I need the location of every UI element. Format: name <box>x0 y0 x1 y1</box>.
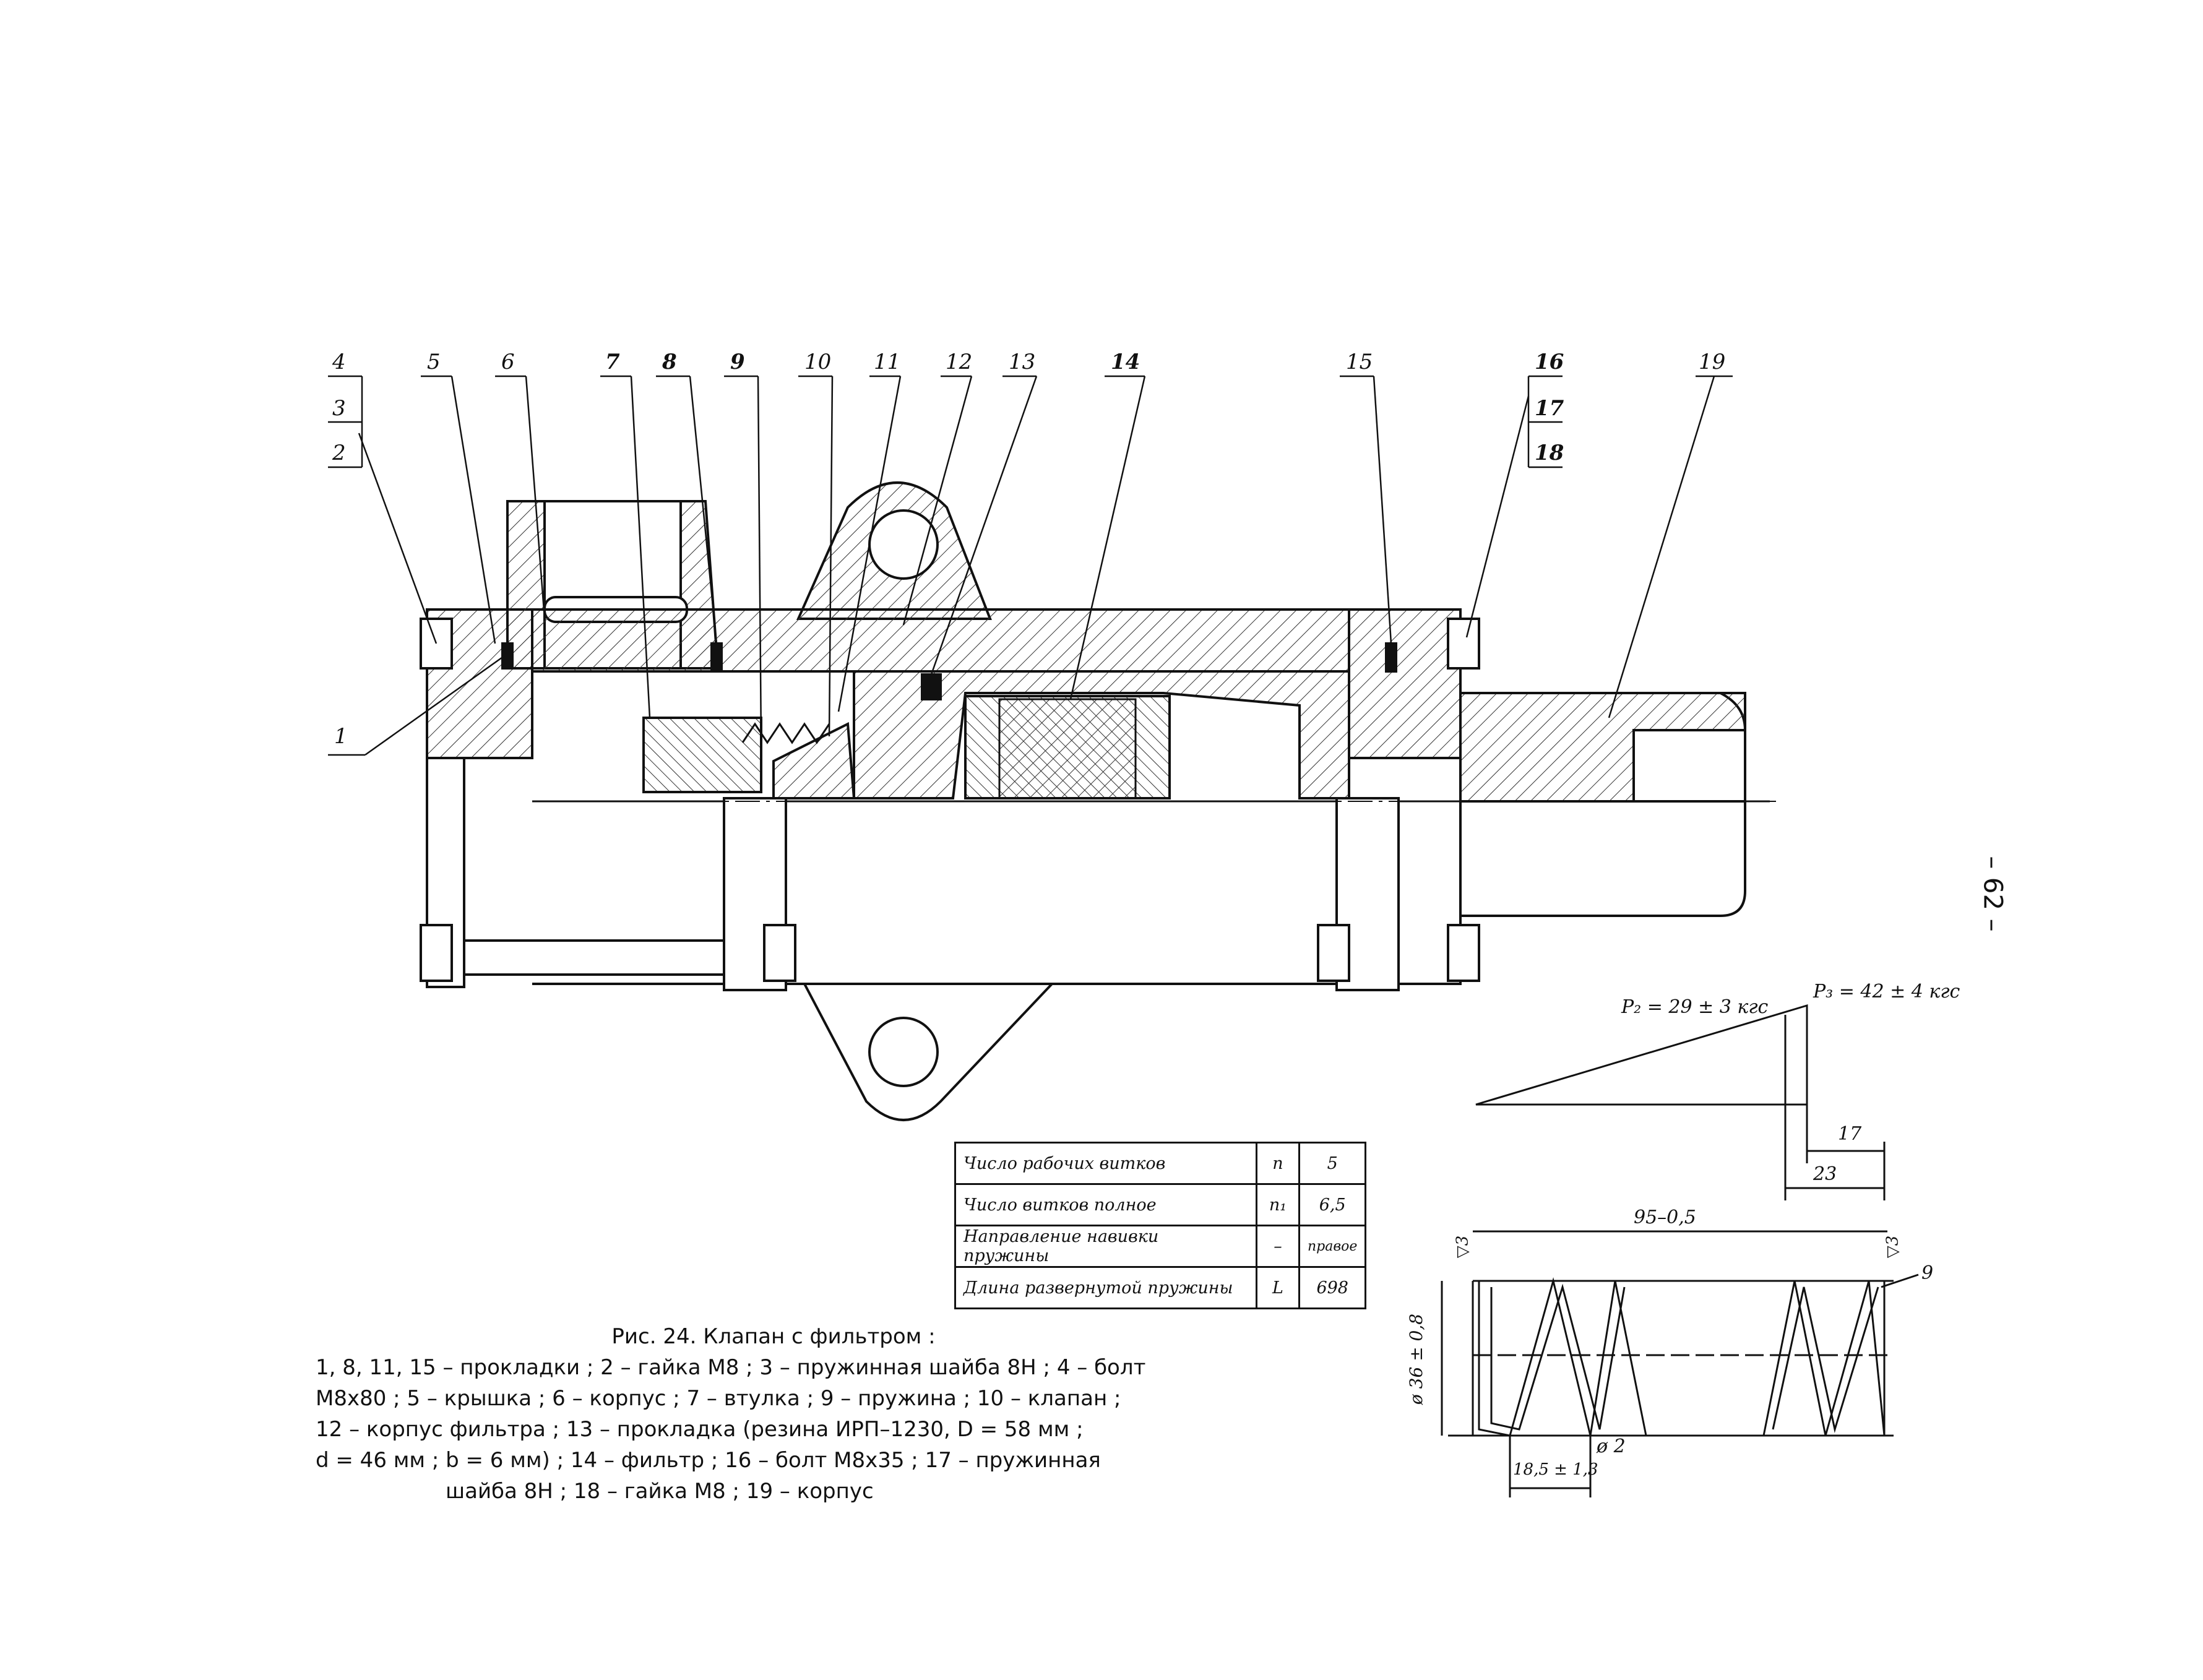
dim-end-left: ▽3 <box>1453 1235 1472 1259</box>
callout-16: 16 <box>1535 350 1564 374</box>
table-row: Направление навивки пружины – правое <box>954 1225 1367 1268</box>
bolt-head-4 <box>420 618 453 670</box>
gasket-1 <box>501 642 514 670</box>
table-row: Число витков полное n₁ 6,5 <box>954 1183 1367 1226</box>
callout-4: 4 <box>332 350 346 374</box>
callout-leaders <box>328 375 1733 756</box>
callout-5: 5 <box>427 350 441 374</box>
callout-9: 9 <box>730 350 745 374</box>
callout-7: 7 <box>605 350 620 374</box>
callout-13: 13 <box>1009 350 1036 374</box>
force-p2-label: P₂ = 29 ± 3 кгс <box>1621 996 1769 1018</box>
dim-free-length: 95–0,5 <box>1634 1207 1696 1228</box>
assembly-spring <box>741 722 830 744</box>
callout-15: 15 <box>1346 350 1373 374</box>
callout-14: 14 <box>1111 350 1140 374</box>
page-number: – 62 – <box>1978 856 2009 932</box>
dim-wire: ø 2 <box>1597 1436 1626 1457</box>
callout-2: 2 <box>332 441 346 465</box>
dim-end-right: ▽3 <box>1883 1235 1902 1259</box>
gasket-8 <box>710 642 723 673</box>
callout-18: 18 <box>1535 441 1564 465</box>
force-diagram <box>1475 1004 1886 1200</box>
dim-pitch: 18,5 ± 1,3 <box>1513 1460 1598 1479</box>
caption-line: шайба 8Н ; 18 – гайка М8 ; 19 – корпус <box>446 1479 874 1504</box>
nut-18 <box>1447 924 1480 982</box>
nut-lower-left <box>763 924 796 982</box>
upper-lug-hole <box>868 509 939 580</box>
nut-lower-mid <box>1317 924 1350 982</box>
callout-10: 10 <box>804 350 832 374</box>
valve <box>772 722 856 799</box>
caption-line: 1, 8, 11, 15 – прокладки ; 2 – гайка М8 … <box>316 1355 1146 1380</box>
dim-23: 23 <box>1813 1163 1837 1185</box>
callout-3: 3 <box>332 396 346 421</box>
callout-19: 19 <box>1699 350 1726 374</box>
spring-drawing <box>1441 1230 1919 1497</box>
table-row: Длина развернутой пружины L 698 <box>954 1266 1367 1309</box>
table-row: Число рабочих витков n 5 <box>954 1142 1367 1185</box>
gasket-13 <box>921 673 942 700</box>
bushing <box>642 717 762 793</box>
caption-title: Рис. 24. Клапан с фильтром : <box>611 1324 936 1349</box>
callout-17: 17 <box>1535 396 1564 421</box>
nut-2 <box>420 924 453 982</box>
lower-lug-hole <box>868 1017 939 1087</box>
spring-spec-table: Число рабочих витков n 5 Число витков по… <box>954 1142 1367 1309</box>
dim-17: 17 <box>1838 1123 1862 1145</box>
callout-11: 11 <box>874 350 901 374</box>
figure-caption: Рис. 24. Клапан с фильтром : 1, 8, 11, 1… <box>316 1321 1231 1507</box>
callout-9-spring: 9 <box>1921 1262 1934 1284</box>
housing-top <box>531 608 1363 673</box>
force-p3-label: P₃ = 42 ± 4 кгс <box>1813 981 1960 1002</box>
dim-diameter: ø 36 ± 0,8 <box>1406 1313 1427 1405</box>
caption-line: М8х80 ; 5 – крышка ; 6 – корпус ; 7 – вт… <box>316 1386 1121 1411</box>
callout-12: 12 <box>946 350 973 374</box>
callout-8: 8 <box>662 350 677 374</box>
caption-line: d = 46 мм ; b = 6 мм) ; 14 – фильтр ; 16… <box>316 1448 1101 1473</box>
gasket-15 <box>1385 642 1397 673</box>
bolt-head-16 <box>1447 618 1480 670</box>
callout-6: 6 <box>501 350 515 374</box>
caption-line: 12 – корпус фильтра ; 13 – прокладка (ре… <box>316 1417 1084 1442</box>
callout-1: 1 <box>334 724 348 749</box>
valve-assembly <box>420 481 1770 1121</box>
